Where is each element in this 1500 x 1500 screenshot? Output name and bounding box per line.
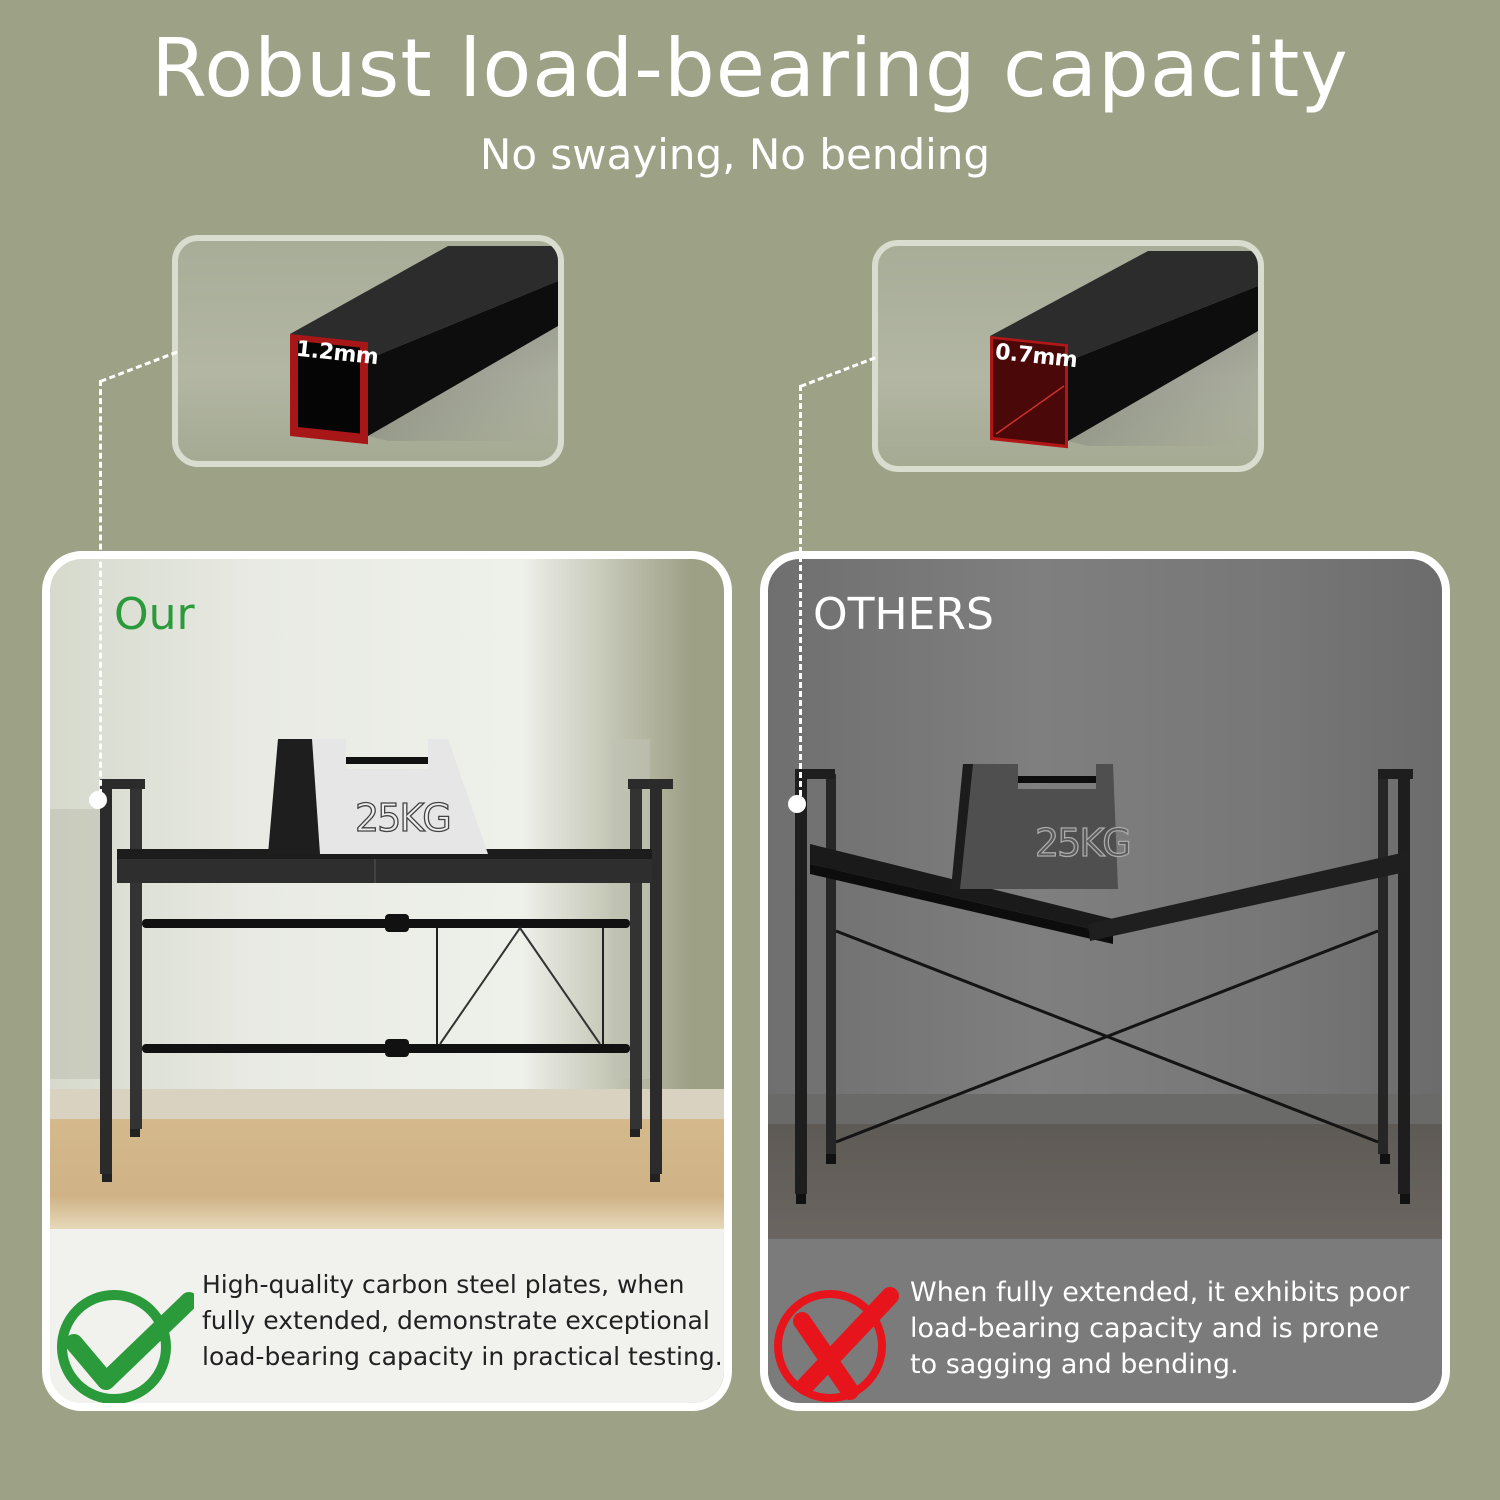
baseboard [50, 1089, 724, 1119]
description-line: When fully extended, it exhibits poor [910, 1277, 1410, 1308]
description-line: load-bearing capacity in practical testi… [202, 1342, 723, 1371]
leader-line [100, 350, 178, 383]
weight-label: 25KG [354, 795, 452, 840]
page-title: Robust load-bearing capacity [151, 22, 1349, 115]
tube-callout-ours: 1.2mm [172, 235, 564, 467]
steel-tube-icon [290, 246, 558, 445]
shelf-rack-illustration [50, 739, 673, 1182]
panel-heading: Our [114, 589, 195, 640]
verdict-description: High-quality carbon steel plates, when f… [202, 1267, 723, 1375]
leader-line [99, 380, 102, 795]
countertop [50, 1119, 724, 1229]
leader-line [800, 356, 876, 388]
comparison-panel-ours: Our 25K [42, 551, 732, 1411]
page-subtitle: No swaying, No bending [479, 130, 991, 179]
steel-tube-icon [990, 251, 1258, 449]
leader-line [799, 385, 802, 805]
leader-dot [788, 795, 806, 813]
baseboard [768, 1094, 1442, 1124]
panel-heading: OTHERS [813, 589, 994, 640]
description-line: fully extended, demonstrate exceptional [202, 1306, 710, 1335]
verdict-description: When fully extended, it exhibits poor lo… [910, 1275, 1430, 1383]
tube-callout-others: 0.7mm [872, 240, 1264, 472]
description-line: load-bearing capacity and is prone [910, 1313, 1380, 1344]
leader-dot [89, 791, 107, 809]
comparison-panel-others: OTHERS 25KG When fully extended, it exhi… [760, 551, 1450, 1411]
sagging-shelf-illustration [795, 764, 1413, 1204]
cabinet-front [768, 1239, 1442, 1403]
countertop [768, 1124, 1442, 1239]
weight-label: 25KG [1034, 820, 1132, 865]
cross-circle-icon [774, 1287, 899, 1402]
check-circle-icon [57, 1290, 194, 1403]
description-line: to sagging and bending. [910, 1349, 1239, 1380]
description-line: High-quality carbon steel plates, when [202, 1270, 685, 1299]
